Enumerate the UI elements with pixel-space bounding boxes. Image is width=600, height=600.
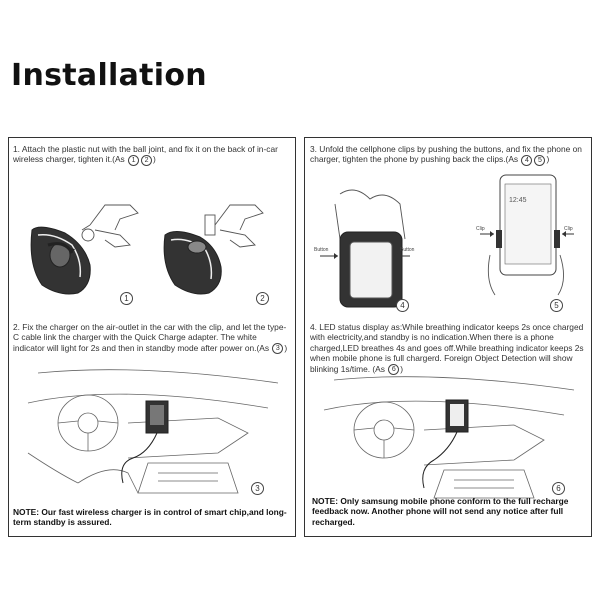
note-right: NOTE: Only samsung mobile phone conform … (312, 496, 569, 527)
ref-circle: 3 (272, 343, 284, 355)
svg-text:12:45: 12:45 (509, 197, 527, 204)
step-3-text: 3. Unfold the cellphone clips by pushing… (310, 144, 582, 166)
step-2-text: 2. Fix the charger on the air-outlet in … (13, 322, 288, 355)
figure-number-6: 6 (552, 482, 565, 495)
hands-pushing-buttons-illustration-4: Button Button (314, 189, 415, 308)
label-button-left: Button (314, 247, 329, 253)
figure-number-4: 4 (396, 299, 409, 312)
ref-circle: 5 (534, 154, 546, 166)
figure-number-1: 1 (120, 292, 133, 305)
figure-number-2: 2 (256, 292, 269, 305)
car-dashboard-illustration-6 (323, 376, 575, 499)
label-clip-right: Clip (564, 226, 573, 232)
charger-ball-joint-illustration-1 (30, 204, 139, 295)
ref-circle: 6 (388, 363, 400, 375)
figure-number-5: 5 (550, 299, 563, 312)
charger-ball-joint-illustration-2 (163, 204, 264, 295)
figure-number-3: 3 (251, 482, 264, 495)
car-dashboard-illustration-3 (27, 369, 279, 494)
phone-in-clips-illustration-5: 12:45 Clip Clip (476, 174, 574, 296)
ref-circle: 4 (521, 154, 533, 166)
step-4-text: 4. LED status display as:While breathing… (310, 322, 584, 375)
page-title: Installation (11, 58, 207, 93)
label-clip-left: Clip (476, 226, 485, 232)
note-left: NOTE: Our fast wireless charger is in co… (13, 507, 287, 528)
panel-right (304, 137, 592, 537)
ref-circle: 1 (128, 154, 140, 166)
label-button-right: Button (400, 247, 415, 253)
ref-circle: 2 (141, 154, 153, 166)
step-1-text: 1. Attach the plastic nut with the ball … (13, 144, 278, 166)
panel-left (8, 137, 296, 537)
